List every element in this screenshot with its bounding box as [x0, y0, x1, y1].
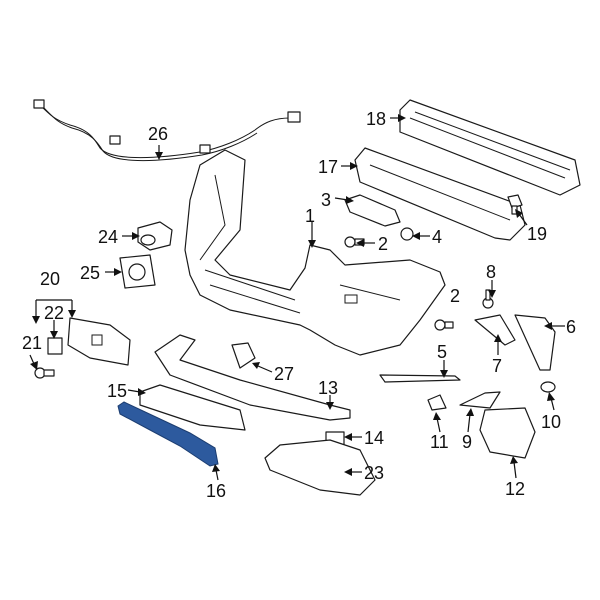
part-bracket-3 [344, 194, 401, 227]
callout-7: 7 [492, 356, 502, 376]
callout-2a: 2 [378, 234, 388, 254]
callout-5: 5 [437, 342, 447, 362]
callout-22: 22 [44, 303, 64, 323]
callout-19: 19 [527, 224, 547, 244]
callout-27: 27 [274, 364, 294, 384]
callout-4: 4 [432, 227, 442, 247]
part-small-trims [427, 381, 556, 411]
callout-25: 25 [80, 263, 100, 283]
callout-11: 11 [430, 432, 449, 452]
part-retainer-25 [119, 254, 156, 289]
callout-10: 10 [541, 412, 561, 432]
callout-2b: 2 [450, 286, 460, 306]
part-bezels [474, 314, 556, 371]
part-energy-absorber [354, 147, 526, 241]
callout-12: 12 [505, 479, 525, 499]
callout-6: 6 [566, 317, 576, 337]
part-16-highlighted [117, 401, 219, 467]
part-sensor-27 [231, 342, 256, 369]
callout-24: 24 [98, 227, 118, 247]
callout-9: 9 [462, 432, 472, 452]
part-clip-21 [34, 337, 63, 379]
part-bracket-22 [67, 317, 131, 366]
part-molding-5 [379, 374, 461, 383]
callout-23: 23 [364, 463, 384, 483]
callout-labels: 1 2 2 3 4 5 6 7 8 9 10 11 12 13 14 15 16… [22, 109, 576, 501]
part-wiring-harness [33, 99, 301, 162]
part-under-cover [264, 439, 376, 496]
part-bracket-12 [479, 407, 536, 459]
callout-3: 3 [321, 190, 331, 210]
callout-8: 8 [486, 262, 496, 282]
callout-13: 13 [318, 378, 338, 398]
part-sensor-24 [137, 221, 173, 251]
callout-14: 14 [364, 428, 384, 448]
part-bumper-cover [184, 149, 446, 356]
callout-26: 26 [148, 124, 168, 144]
leader-lines [29, 114, 565, 481]
callout-20: 20 [40, 269, 60, 289]
part-bolt-19 [507, 194, 523, 215]
callout-17: 17 [318, 157, 338, 177]
callout-15: 15 [107, 381, 127, 401]
callout-18: 18 [366, 109, 386, 129]
callout-16: 16 [206, 481, 226, 501]
part-lower-molding [139, 334, 351, 431]
callout-21: 21 [22, 333, 42, 353]
part-reinforcement-beam [399, 99, 581, 196]
callout-1: 1 [305, 206, 315, 226]
